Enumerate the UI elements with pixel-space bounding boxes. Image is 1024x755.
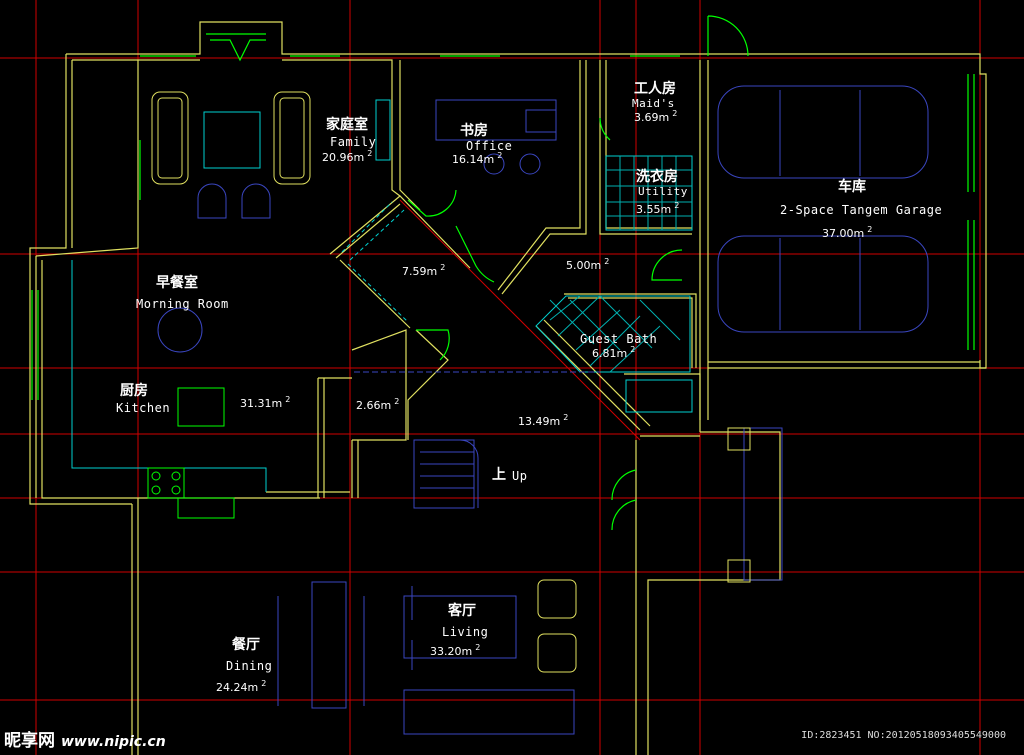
office-label-en: Office <box>466 139 513 153</box>
family-label-en: Family <box>330 135 377 149</box>
diagonal-walls <box>329 195 651 431</box>
garage-label-cn: 车库 <box>838 179 866 195</box>
utility-label-en: Utility <box>638 185 688 198</box>
living-label-cn: 客厅 <box>448 603 476 619</box>
bath-label-en: Guest Bath <box>580 332 658 346</box>
living-label-en: Living <box>442 625 489 639</box>
utility-label-cn: 洗衣房 <box>636 169 678 185</box>
kitchen-label-cn: 厨房 <box>120 383 148 399</box>
maid-label-cn: 工人房 <box>634 81 676 97</box>
garage-label-en: 2-Space Tangem Garage <box>780 203 943 217</box>
stair-label-en: Up <box>512 469 528 483</box>
dining-label-en: Dining <box>226 659 273 673</box>
morning-label-cn: 早餐室 <box>156 275 198 291</box>
sofas <box>151 91 751 673</box>
stair-label-cn: 上 <box>492 467 506 483</box>
dining-label-cn: 餐厅 <box>232 637 260 653</box>
furniture <box>157 85 929 735</box>
windows-doors <box>31 15 975 531</box>
kitchen-label-en: Kitchen <box>116 401 171 415</box>
watermark-id: ID:2823451 NO:20120518093405549000 <box>801 730 1006 741</box>
walls <box>29 21 987 755</box>
morning-label-en: Morning Room <box>136 297 229 311</box>
kitchen-fixtures <box>147 387 235 519</box>
family-label-cn: 家庭室 <box>326 117 368 133</box>
office-label-cn: 书房 <box>460 123 488 139</box>
fixtures <box>71 99 693 492</box>
maid-label-en: Maid's <box>632 97 675 110</box>
